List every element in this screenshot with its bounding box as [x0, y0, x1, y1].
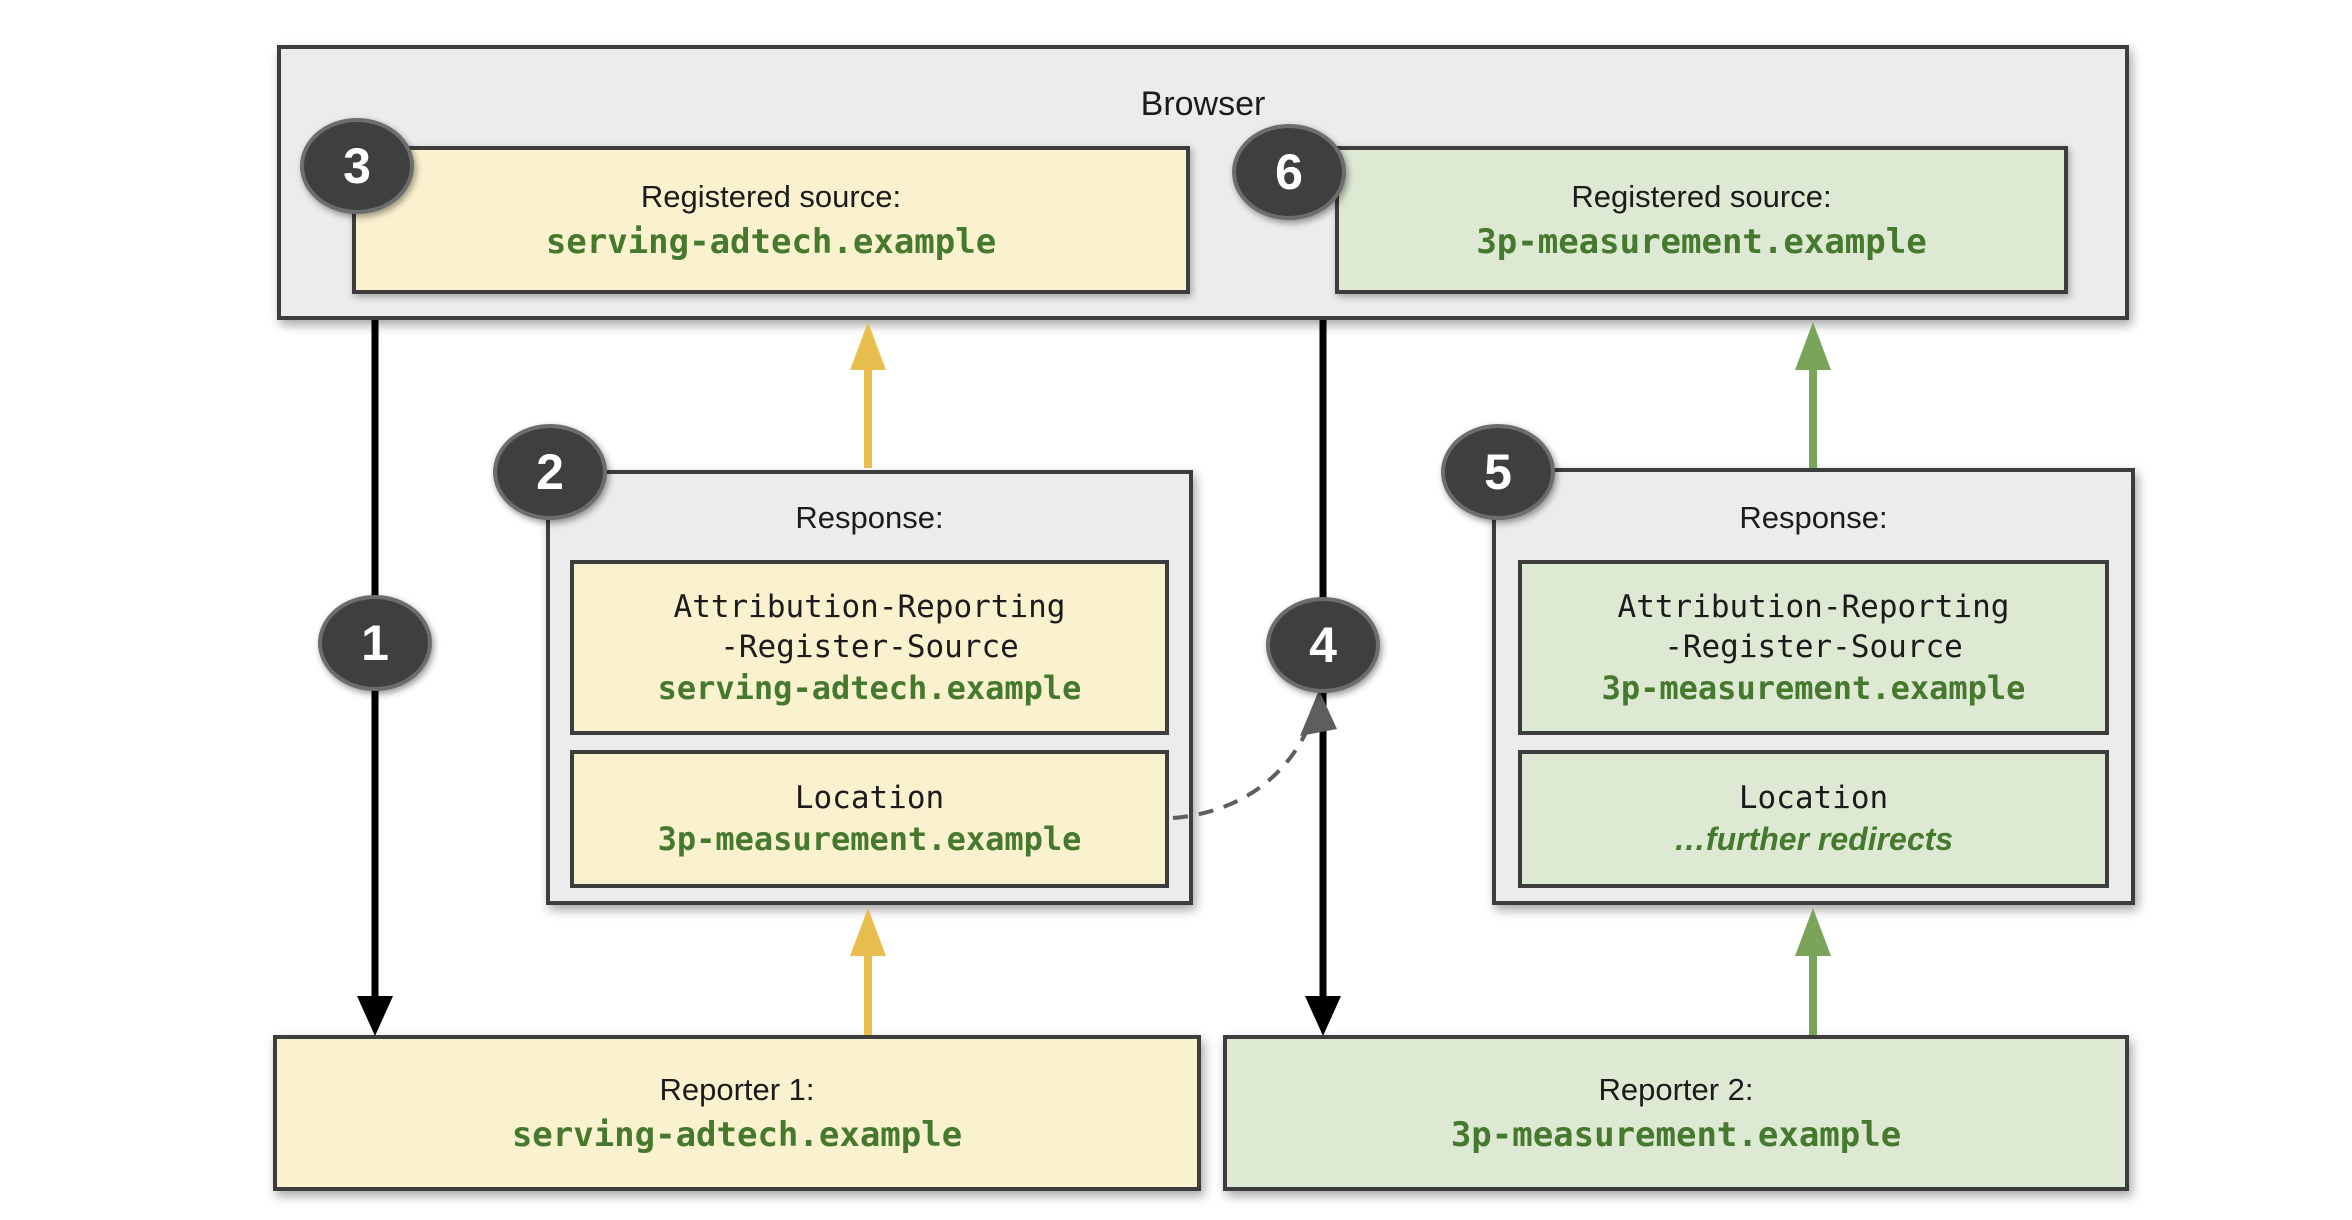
arrow-reporter2-to-response2-head	[1795, 908, 1831, 956]
step-badge-1: 1	[318, 595, 432, 691]
reporter-1-domain: serving-adtech.example	[511, 1115, 963, 1155]
registered-source-2-label: Registered source:	[1571, 179, 1832, 214]
response-2-register-source-header: Attribution-Reporting -Register-Source 3…	[1518, 560, 2109, 735]
arrow-browser-to-reporter1-head	[357, 996, 393, 1036]
further-redirects-note: …further redirects	[1673, 821, 1954, 857]
reporter-2-box: Reporter 2: 3p-measurement.example	[1223, 1035, 2129, 1191]
step-badge-6: 6	[1232, 124, 1346, 220]
response-1-title: Response:	[795, 500, 944, 535]
step-badge-3: 3	[300, 118, 414, 214]
response-panel-1: Response: Attribution-Reporting -Registe…	[546, 470, 1193, 905]
header-value: 3p-measurement.example	[1601, 668, 2026, 707]
reporter-2-domain: 3p-measurement.example	[1450, 1115, 1902, 1155]
arrow-response1-to-browser-head	[850, 322, 886, 370]
registered-source-2-domain: 3p-measurement.example	[1476, 222, 1927, 262]
response-1-location-header: Location 3p-measurement.example	[570, 750, 1169, 888]
response-panel-2: Response: Attribution-Reporting -Registe…	[1492, 468, 2135, 905]
browser-title: Browser	[1140, 85, 1266, 123]
step-badge-4: 4	[1266, 597, 1380, 693]
redirect-dashed-arrow-head	[1300, 690, 1337, 736]
redirect-dashed-curve	[1172, 701, 1320, 820]
header-name-line: -Register-Source	[720, 628, 1019, 665]
header-name-line: Location	[1738, 780, 1889, 816]
header-name-line: Attribution-Reporting	[673, 588, 1066, 625]
header-name-line: Location	[794, 780, 945, 816]
reporter-2-label: Reporter 2:	[1598, 1072, 1754, 1107]
registered-source-1-domain: serving-adtech.example	[545, 222, 997, 262]
header-value: 3p-measurement.example	[657, 820, 1082, 858]
header-name-line: Attribution-Reporting	[1617, 588, 2010, 625]
arrow-reporter1-to-response1-head	[850, 908, 886, 956]
header-name-line: -Register-Source	[1664, 628, 1963, 665]
response-1-register-source-header: Attribution-Reporting -Register-Source s…	[570, 560, 1169, 735]
registered-source-box-1: Registered source: serving-adtech.exampl…	[352, 146, 1190, 294]
arrow-response2-to-browser-head	[1795, 322, 1831, 370]
header-value: serving-adtech.example	[657, 668, 1082, 707]
registered-source-box-2: Registered source: 3p-measurement.exampl…	[1335, 146, 2068, 294]
reporter-1-box: Reporter 1: serving-adtech.example	[273, 1035, 1201, 1191]
response-2-title: Response:	[1739, 500, 1888, 535]
reporter-1-label: Reporter 1:	[659, 1072, 815, 1107]
arrow-browser-to-reporter2-head	[1305, 996, 1341, 1036]
step-badge-5: 5	[1441, 424, 1555, 520]
registered-source-1-label: Registered source:	[640, 179, 902, 214]
step-badge-2: 2	[493, 424, 607, 520]
response-2-location-header: Location …further redirects	[1518, 750, 2109, 888]
browser-box: Browser Registered source: serving-adtec…	[277, 45, 2129, 320]
